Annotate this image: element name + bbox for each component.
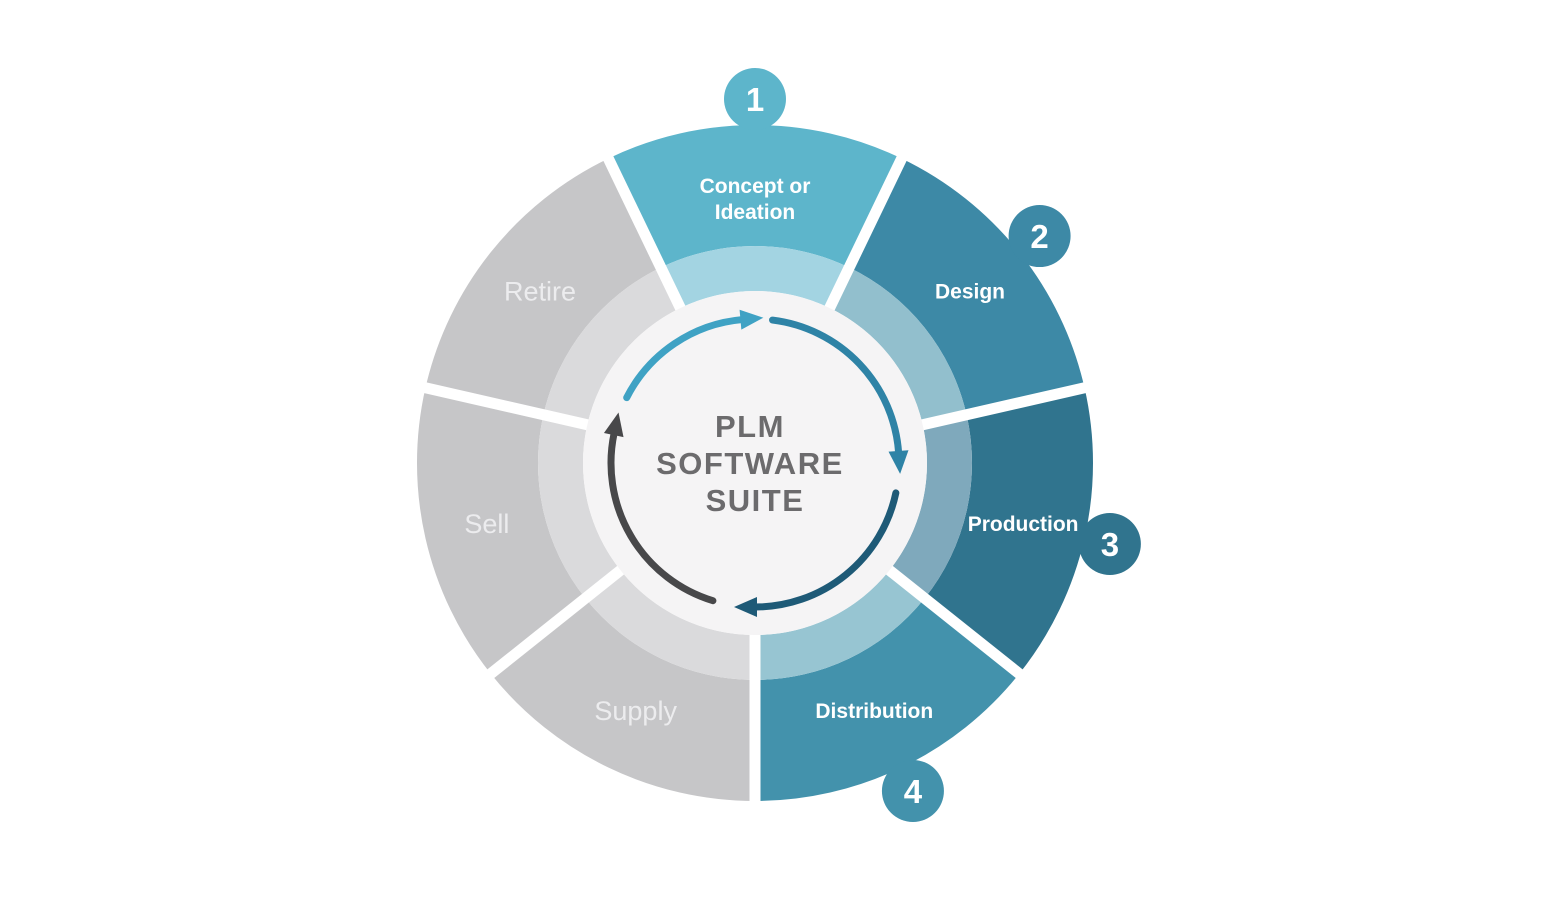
segment-label-line: Retire	[504, 277, 576, 307]
segment-label-line: Supply	[594, 696, 677, 726]
cycle-arrow-top-right	[769, 316, 903, 457]
step-badge-4	[881, 759, 944, 822]
segment-label-line: Production	[968, 513, 1079, 536]
segment-production	[924, 387, 1094, 674]
segment-separator	[476, 557, 635, 687]
segment-separator	[410, 379, 603, 434]
segment-sell	[416, 387, 586, 674]
segment-design	[849, 158, 1085, 415]
segment-inner-supply	[585, 570, 755, 680]
center-title-line-1: PLM	[715, 409, 785, 444]
segment-inner-distribution	[755, 570, 925, 680]
segment-concept-or-ideation	[608, 124, 902, 268]
segment-label-line: Concept or	[700, 175, 811, 198]
segment-separator	[818, 143, 913, 324]
segment-label-supply: Supply	[594, 696, 677, 726]
center-title: PLM SOFTWARE SUITE	[656, 409, 854, 518]
segment-inner-production	[889, 414, 973, 599]
segment-distribution	[755, 598, 1020, 801]
step-badge-3	[1078, 513, 1141, 575]
cycle-arrow-top-left	[623, 316, 746, 402]
segment-inner-design	[829, 267, 967, 425]
step-badge-number-3: 3	[1101, 526, 1119, 563]
center-title-line-3: SUITE	[706, 483, 805, 518]
segment-label-line: Ideation	[715, 201, 796, 224]
segment-label-sell: Sell	[464, 509, 509, 539]
step-badge-number-2: 2	[1030, 218, 1048, 255]
segment-supply	[490, 598, 755, 802]
cycle-arrow-top-right-head	[888, 450, 909, 474]
step-badge-number-4: 4	[904, 773, 923, 810]
segment-label-retire: Retire	[504, 277, 576, 307]
segment-separator	[875, 557, 1034, 687]
segment-label-line: Design	[935, 281, 1005, 304]
cycle-arrow-bottom-right-head	[734, 597, 757, 617]
segment-inner-sell	[537, 414, 621, 599]
center-disc	[583, 291, 927, 635]
center-title-line-2: SOFTWARE	[656, 446, 844, 481]
segment-label-distribution: Distribution	[815, 700, 933, 723]
wheel-layer: 1 2 3 4 Concept or IdeationDesignProductionDi…	[410, 68, 1141, 822]
cycle-arrow-top-left-head	[739, 309, 764, 330]
cycle-arrow-left-head	[603, 412, 624, 438]
segment-label-concept-or-ideation: Concept or Ideation	[700, 175, 811, 224]
segment-separator	[907, 379, 1100, 434]
segment-separator	[597, 143, 692, 324]
step-badge-number-1: 1	[746, 81, 764, 118]
segment-label-line: Distribution	[815, 700, 933, 723]
segment-label-production: Production	[968, 513, 1079, 536]
segment-label-design: Design	[935, 281, 1005, 304]
cycle-arrow-left	[607, 429, 717, 605]
step-badge-1	[724, 68, 786, 130]
segment-retire	[425, 158, 661, 415]
segment-inner-retire	[543, 267, 681, 425]
cycle-arrow-bottom-right	[751, 489, 900, 611]
segment-label-line: Sell	[464, 509, 509, 539]
step-badge-2	[1008, 205, 1071, 268]
segment-inner-concept-or-ideation	[660, 246, 850, 309]
